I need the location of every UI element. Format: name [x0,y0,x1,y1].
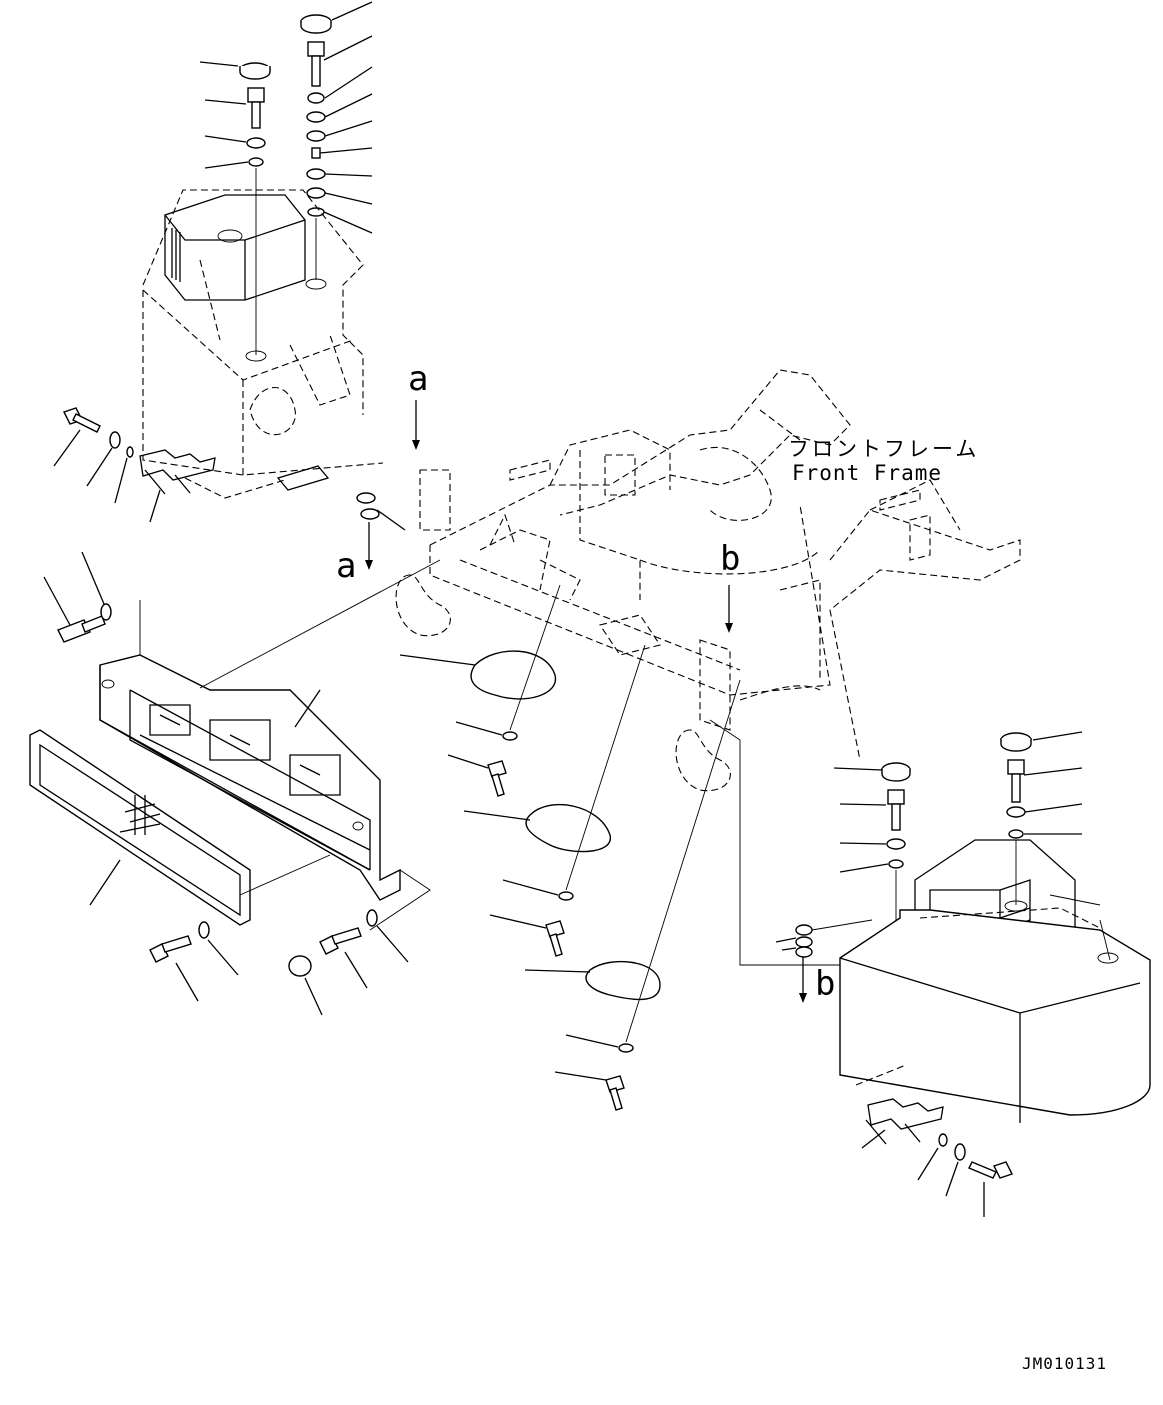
left-bracket-fasteners [53,407,406,531]
front-frame [395,369,1021,792]
marker-a-bottom-label: a [336,546,356,586]
marker-a-top: a [408,359,428,450]
marker-a-top-label: a [408,359,428,399]
marker-b-top: b [720,539,740,633]
front-frame-label-en: Front Frame [792,461,942,485]
right-light-assembly [709,719,1151,1217]
left-lower-panel [29,551,441,1016]
marker-b-bottom-label: b [815,964,835,1004]
marker-b-top-label: b [720,539,740,579]
marker-b-bottom: b [799,955,835,1004]
front-frame-label-jp: フロントフレーム [788,437,979,461]
marker-a-bottom: a [336,522,373,586]
left-light-assembly [142,1,384,476]
drawing-code: JM010131 [1022,1354,1107,1373]
center-plates [399,584,741,1111]
